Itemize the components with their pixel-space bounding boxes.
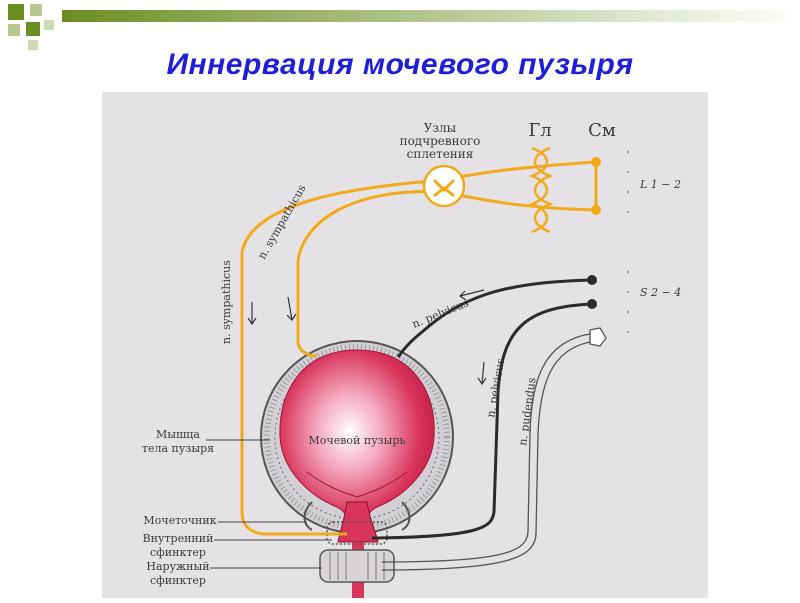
- n-pelvicus-lower-label: n. pelvicus: [484, 357, 507, 418]
- ureter: [303, 501, 411, 531]
- sympathetic-chain: [528, 146, 554, 234]
- s-segment-label: S 2 − 4: [640, 286, 681, 299]
- n-pudendus-label: n. pudendus: [516, 376, 538, 446]
- external-sphincter-label-line-2: сфинктер: [150, 574, 206, 587]
- gl-label: Гл: [528, 120, 551, 141]
- sympathetic-nerves: [240, 160, 598, 536]
- corner-decoration: [0, 0, 60, 60]
- ureter-label: Мочеточник: [143, 514, 216, 527]
- n-sympathicus-left-label: n. sympathicus: [220, 260, 233, 344]
- sm-label: См: [588, 120, 616, 141]
- bladder-innervation-figure: Узлы подчревного сплетения Гл См L 1 − 2…: [102, 92, 708, 598]
- ganglia-label-line-3: сплетения: [407, 147, 474, 161]
- muscle-label-line-2: тела пузыря: [142, 442, 214, 455]
- l-segment-label: L 1 − 2: [639, 178, 681, 191]
- bladder-label: Мочевой пузырь: [309, 434, 406, 447]
- internal-sphincter-label-line-2: сфинктер: [150, 546, 206, 559]
- parasympathetic-nerves: [371, 278, 593, 540]
- slide-title: Иннервация мочевого пузыря: [166, 48, 634, 81]
- internal-sphincter: [326, 521, 388, 545]
- external-sphincter-label-line-1: Наружный: [146, 560, 209, 573]
- external-sphincter: [319, 549, 395, 583]
- ganglia-label-line-2: подчревного: [400, 134, 481, 148]
- pudendal-nerve: [381, 327, 607, 571]
- spinal-nuclei: [587, 157, 601, 309]
- diagram-canvas: Узлы подчревного сплетения Гл См L 1 − 2…: [142, 120, 681, 598]
- direction-arrows: [247, 289, 487, 386]
- ganglia-symbol: [422, 164, 466, 208]
- spinal-segment-dots: [627, 151, 629, 333]
- header-gradient-bar: [62, 10, 800, 22]
- ganglia-label-line-1: Узлы: [424, 121, 457, 135]
- n-pelvicus-upper-label: n. pelvicus: [410, 296, 471, 331]
- muscle-label-line-1: Мышца: [156, 428, 200, 441]
- internal-sphincter-label-line-1: Внутренний: [143, 532, 214, 545]
